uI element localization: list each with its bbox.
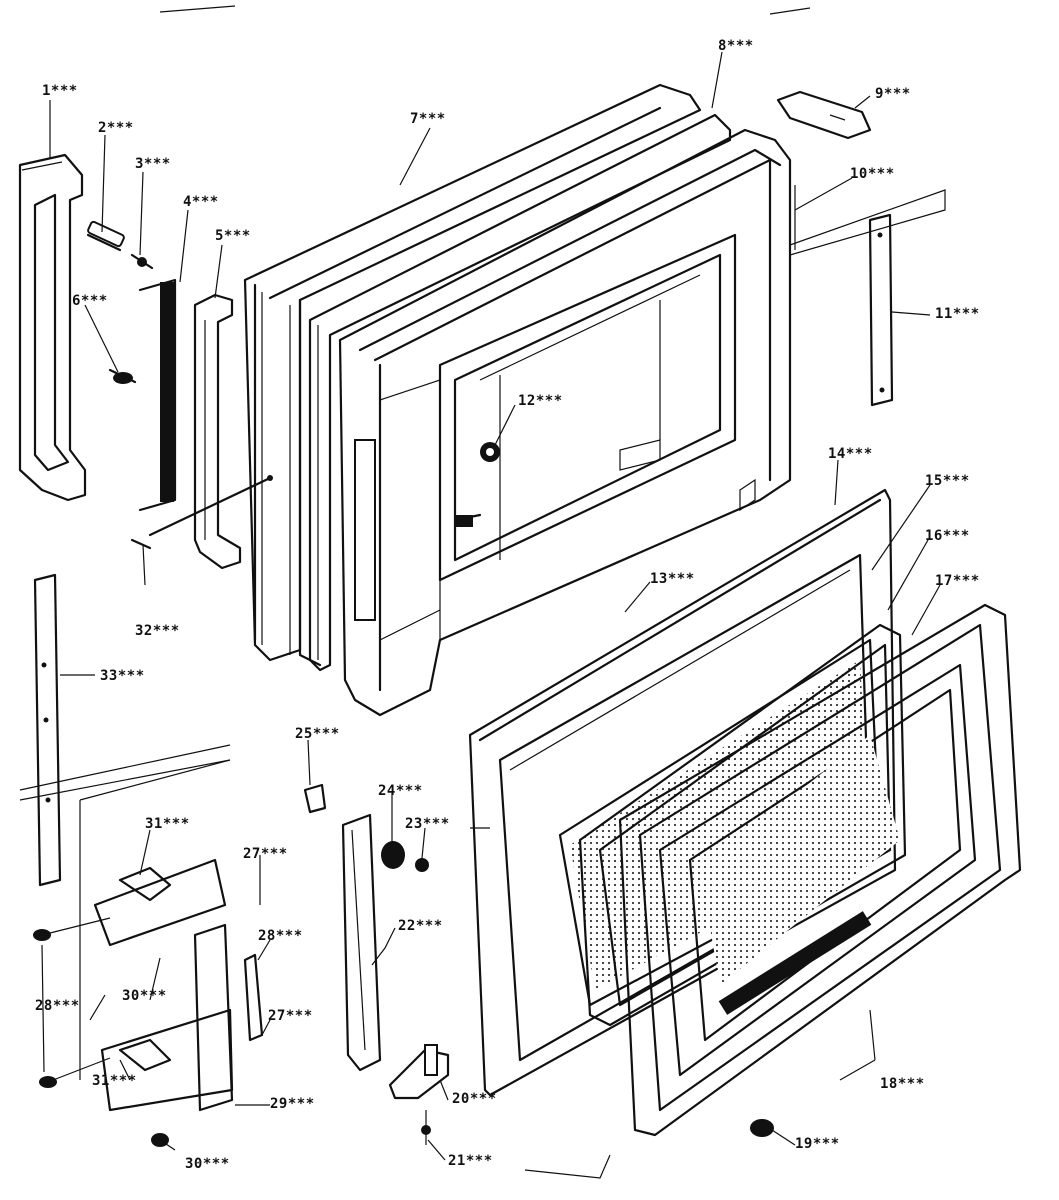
callout-28b: 28***	[35, 998, 80, 1014]
callout-3: 3***	[135, 156, 171, 172]
part-11-strip	[868, 213, 894, 407]
callout-29: 29***	[270, 1096, 315, 1112]
part-1-handle	[18, 153, 87, 502]
callout-4: 4***	[183, 194, 219, 210]
callout-33: 33***	[100, 668, 145, 684]
part-16-17-gaskets	[578, 623, 907, 1027]
callout-16: 16***	[925, 528, 970, 544]
callout-9: 9***	[875, 86, 911, 102]
part-10-guide	[789, 185, 946, 256]
callout-20: 20***	[452, 1091, 497, 1107]
callout-32: 32***	[135, 623, 180, 639]
part-23-24-knobs	[381, 841, 429, 872]
part-21-screw	[421, 1110, 431, 1145]
part-20-bracket	[388, 1044, 450, 1100]
callout-10: 10***	[850, 166, 895, 182]
callout-5: 5***	[215, 228, 251, 244]
part-22-latch-bar	[341, 813, 382, 1072]
door-liner-box	[338, 128, 792, 717]
callout-11: 11***	[935, 306, 980, 322]
callout-2: 2***	[98, 120, 134, 136]
callout-31a: 31***	[145, 816, 190, 832]
part-2-3-screws	[86, 220, 154, 270]
callout-21: 21***	[448, 1153, 493, 1169]
callout-13: 13***	[650, 571, 695, 587]
scan-marks	[159, 5, 811, 1179]
callout-7: 7***	[410, 111, 446, 127]
part-6-screw	[108, 368, 137, 384]
latch-assembly	[33, 759, 264, 1147]
callout-1: 1***	[42, 83, 78, 99]
part-4-gasket-strip	[138, 278, 177, 512]
callout-22: 22***	[398, 918, 443, 934]
callout-28a: 28***	[258, 928, 303, 944]
callout-12: 12***	[518, 393, 563, 409]
callout-30a: 30***	[122, 988, 167, 1004]
part-7-outer-frame	[243, 83, 702, 667]
callout-8: 8***	[718, 38, 754, 54]
part-14-mesh-panel	[468, 488, 897, 1097]
callout-labels: 1*** 2*** 3*** 4*** 5*** 6*** 7*** 8*** …	[35, 38, 980, 1172]
callout-24: 24***	[378, 783, 423, 799]
part-18-outer-panel	[618, 603, 1022, 1137]
part-5-inner-handle	[193, 293, 242, 570]
callout-15: 15***	[925, 473, 970, 489]
callout-27a: 27***	[243, 846, 288, 862]
part-33-strip	[19, 573, 231, 887]
leader-lines	[41, 51, 941, 1161]
callout-30b: 30***	[185, 1156, 230, 1172]
part-9-bracket	[776, 90, 872, 140]
callout-25: 25***	[295, 726, 340, 742]
part-8-gasket-frame	[308, 113, 732, 672]
part-19-screw	[750, 1119, 774, 1137]
callout-6: 6***	[72, 293, 108, 309]
callout-19: 19***	[795, 1136, 840, 1152]
callout-31b: 31***	[92, 1073, 137, 1089]
callout-17: 17***	[935, 573, 980, 589]
callout-14: 14***	[828, 446, 873, 462]
callout-18: 18***	[880, 1076, 925, 1092]
callout-27b: 27***	[268, 1008, 313, 1024]
part-25-clip	[303, 783, 327, 814]
callout-23: 23***	[405, 816, 450, 832]
